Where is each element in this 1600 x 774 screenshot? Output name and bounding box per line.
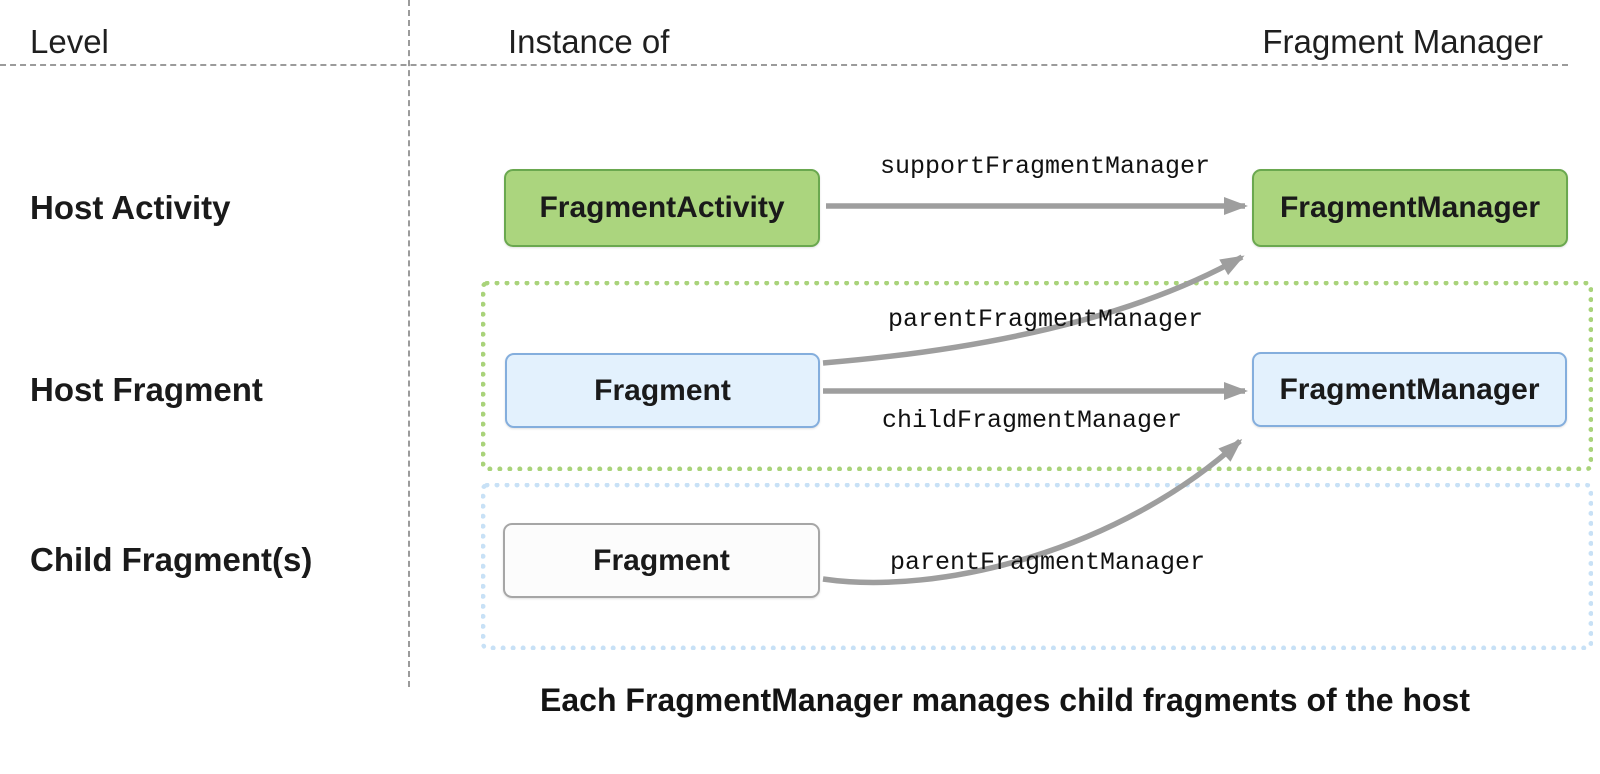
- row-label-host-fragment: Host Fragment: [30, 371, 263, 408]
- edge-label-child-fragment-manager: childFragmentManager: [882, 406, 1183, 435]
- edge-label-parent-fragment-manager-bottom: parentFragmentManager: [890, 548, 1206, 577]
- edge-label-parent-fragment-manager-mid: parentFragmentManager: [888, 305, 1204, 334]
- node-host-fragment-manager-label: FragmentManager: [1279, 372, 1540, 406]
- node-child-fragment-label: Fragment: [593, 543, 730, 577]
- diagram-caption: Each FragmentManager manages child fragm…: [540, 682, 1470, 718]
- row-label-child-fragments: Child Fragment(s): [30, 541, 313, 578]
- node-host-fragment: Fragment: [505, 353, 820, 428]
- node-host-fragment-manager: FragmentManager: [1252, 352, 1567, 427]
- node-fragment-activity: FragmentActivity: [504, 169, 820, 247]
- horizontal-dashed-divider: [0, 64, 1568, 66]
- node-activity-fragment-manager-label: FragmentManager: [1279, 191, 1541, 224]
- row-label-host-activity: Host Activity: [30, 189, 231, 226]
- column-header-instance-of: Instance of: [508, 23, 670, 60]
- edge-label-support-fragment-manager: supportFragmentManager: [880, 152, 1211, 181]
- node-fragment-activity-label: FragmentActivity: [539, 191, 785, 224]
- column-header-level: Level: [30, 23, 109, 60]
- node-activity-fragment-manager: FragmentManager: [1252, 169, 1568, 247]
- column-header-fragment-manager: Fragment Manager: [1262, 23, 1543, 60]
- node-child-fragment: Fragment: [503, 523, 820, 598]
- node-host-fragment-label: Fragment: [594, 373, 731, 407]
- vertical-dashed-divider: [408, 0, 410, 687]
